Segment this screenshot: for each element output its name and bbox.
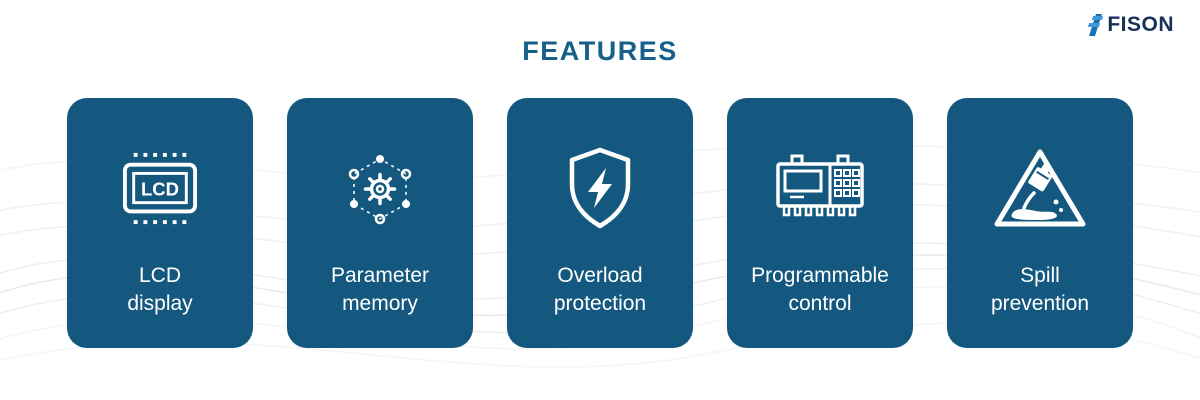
feature-label: Programmable control — [751, 264, 889, 315]
feature-label: LCD display — [127, 264, 193, 315]
feature-label: Spill prevention — [990, 264, 1090, 315]
page-title: FEATURES — [522, 36, 678, 66]
feature-card-parameter-memory: Parameter memory — [287, 98, 473, 348]
shield-lightning-icon — [569, 147, 631, 229]
feature-card-spill-prevention: Spill prevention — [947, 98, 1133, 348]
lcd-display-icon: LCD — [122, 152, 198, 225]
brand-logo: FISON — [1086, 13, 1174, 37]
feature-card-lcd-display: LCD LCD display — [67, 98, 253, 348]
control-panel-icon — [776, 154, 864, 217]
fison-logo-icon — [1088, 14, 1104, 36]
svg-text:LCD: LCD — [141, 178, 179, 199]
feature-label: Parameter memory — [330, 264, 430, 315]
feature-card-programmable-control: Programmable control — [727, 98, 913, 348]
gear-network-icon — [348, 155, 412, 225]
feature-card-overload-protection: Overload protection — [507, 98, 693, 348]
feature-cards-row: LCD LCD display — [0, 98, 1200, 348]
feature-label: Overload protection — [553, 264, 647, 315]
brand-name: FISON — [1107, 13, 1174, 36]
spill-warning-icon — [994, 149, 1086, 227]
